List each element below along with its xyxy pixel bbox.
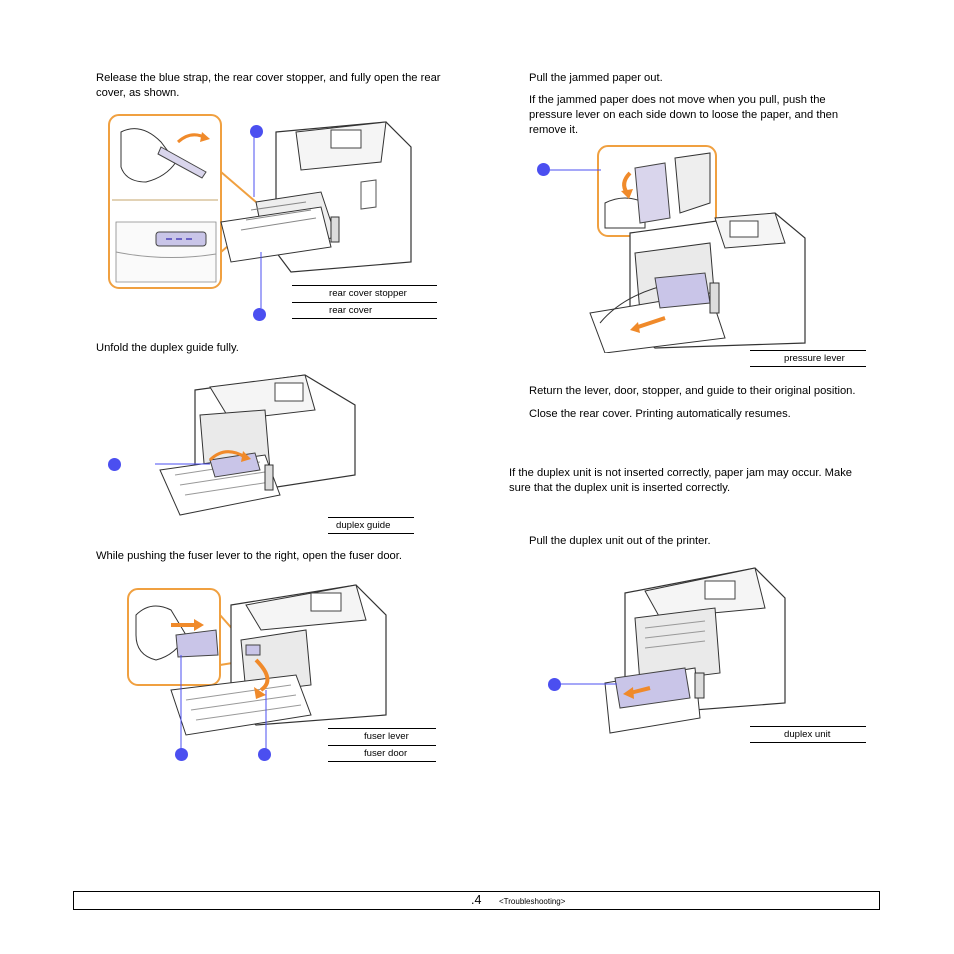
step-rear-cover-text: Release the blue strap, the rear cover s…	[96, 72, 441, 99]
rear-cover-illustration	[108, 114, 412, 308]
legend-pressure-lever: pressure lever	[750, 350, 866, 367]
legend-duplex-guide: duplex guide	[328, 517, 414, 534]
duplex-guide-illustration	[155, 374, 356, 516]
rear-cover-legend: rear cover stopper rear cover	[292, 285, 437, 319]
section-name: <Troubleshooting>	[499, 897, 566, 906]
page-number: .4	[471, 893, 482, 907]
step-duplex-guide-text: Unfold the duplex guide fully.	[96, 342, 239, 354]
step-return-text: Return the lever, door, stopper, and gui…	[529, 385, 856, 397]
step-pull-text: Pull the jammed paper out.	[529, 72, 663, 84]
duplex-guide-legend: duplex guide	[328, 517, 414, 534]
duplex-guide-marker	[108, 458, 121, 471]
duplex-unit-legend: duplex unit	[750, 726, 866, 743]
duplex-unit-illustration	[560, 567, 786, 734]
pressure-lever-illustration	[550, 145, 806, 353]
duplex-unit-marker	[548, 678, 561, 691]
rear-cover-stopper-marker	[250, 125, 263, 138]
legend-rear-cover: rear cover	[292, 302, 437, 319]
step-close-text: Close the rear cover. Printing automatic…	[529, 408, 791, 420]
fuser-door-marker	[258, 748, 271, 761]
step-pull-duplex-text: Pull the duplex unit out of the printer.	[529, 535, 711, 547]
rear-cover-marker	[253, 308, 266, 321]
legend-duplex-unit: duplex unit	[750, 726, 866, 743]
duplex-note-text: If the duplex unit is not inserted corre…	[509, 467, 853, 494]
fuser-legend: fuser lever fuser door	[328, 728, 436, 762]
legend-rear-cover-stopper: rear cover stopper	[292, 285, 437, 302]
page-footer: .4 <Troubleshooting>	[73, 891, 880, 910]
legend-fuser-door: fuser door	[328, 745, 436, 762]
fuser-lever-marker	[175, 748, 188, 761]
pressure-lever-legend: pressure lever	[750, 350, 866, 367]
fuser-illustration	[127, 584, 387, 750]
step-fuser-text: While pushing the fuser lever to the rig…	[96, 550, 402, 562]
step-pressure-text: If the jammed paper does not move when y…	[529, 94, 839, 136]
pressure-lever-marker	[537, 163, 550, 176]
legend-fuser-lever: fuser lever	[328, 728, 436, 745]
